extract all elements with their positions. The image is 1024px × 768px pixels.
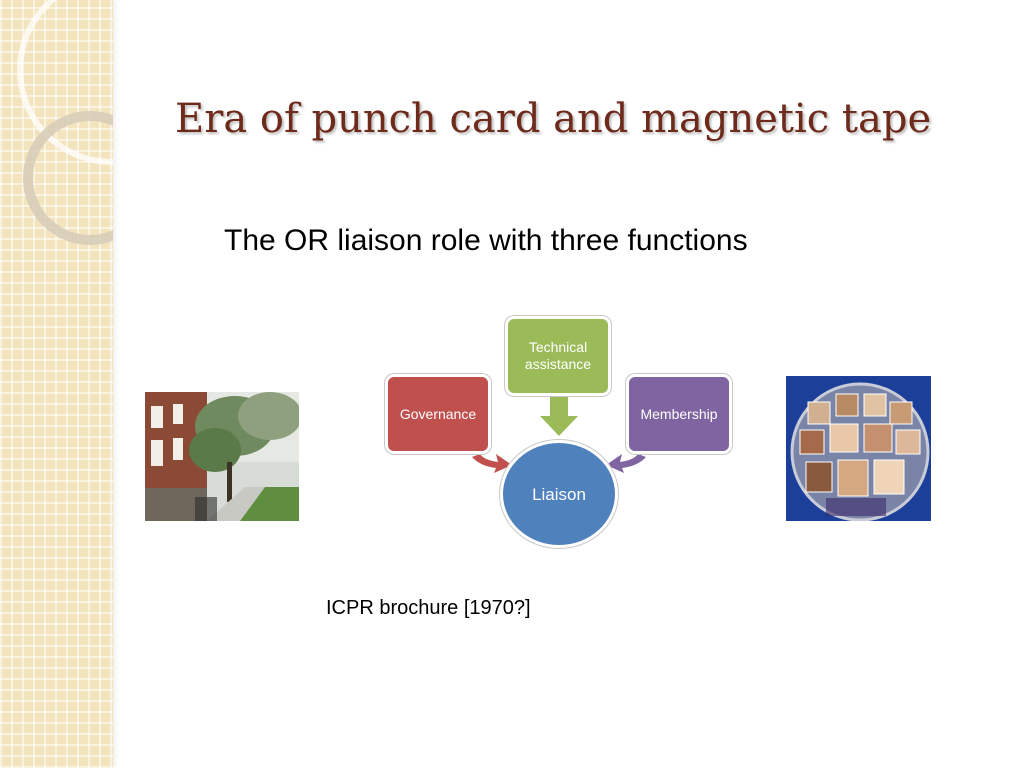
node-governance: Governance: [385, 374, 491, 454]
decorative-rings: [17, 0, 113, 245]
node-membership: Membership: [626, 374, 732, 454]
people-network-globe-photo: [786, 376, 931, 521]
arrow-membership: [606, 454, 646, 473]
image-caption: ICPR brochure [1970?]: [326, 597, 531, 619]
diagram-arrows: [472, 396, 646, 473]
slide-title: Era of punch card and magnetic tape: [175, 96, 932, 142]
decorative-side-panel: [0, 0, 113, 768]
node-technical-assistance: Technical assistance: [505, 316, 611, 396]
liaison-diagram: Technical assistance Governance Membersh…: [380, 312, 740, 552]
arrow-technical: [540, 396, 578, 436]
node-liaison: Liaison: [500, 440, 618, 548]
slide-subtitle: The OR liaison role with three functions: [224, 224, 748, 257]
campus-building-photo: [145, 392, 299, 521]
arrow-governance: [472, 454, 512, 473]
